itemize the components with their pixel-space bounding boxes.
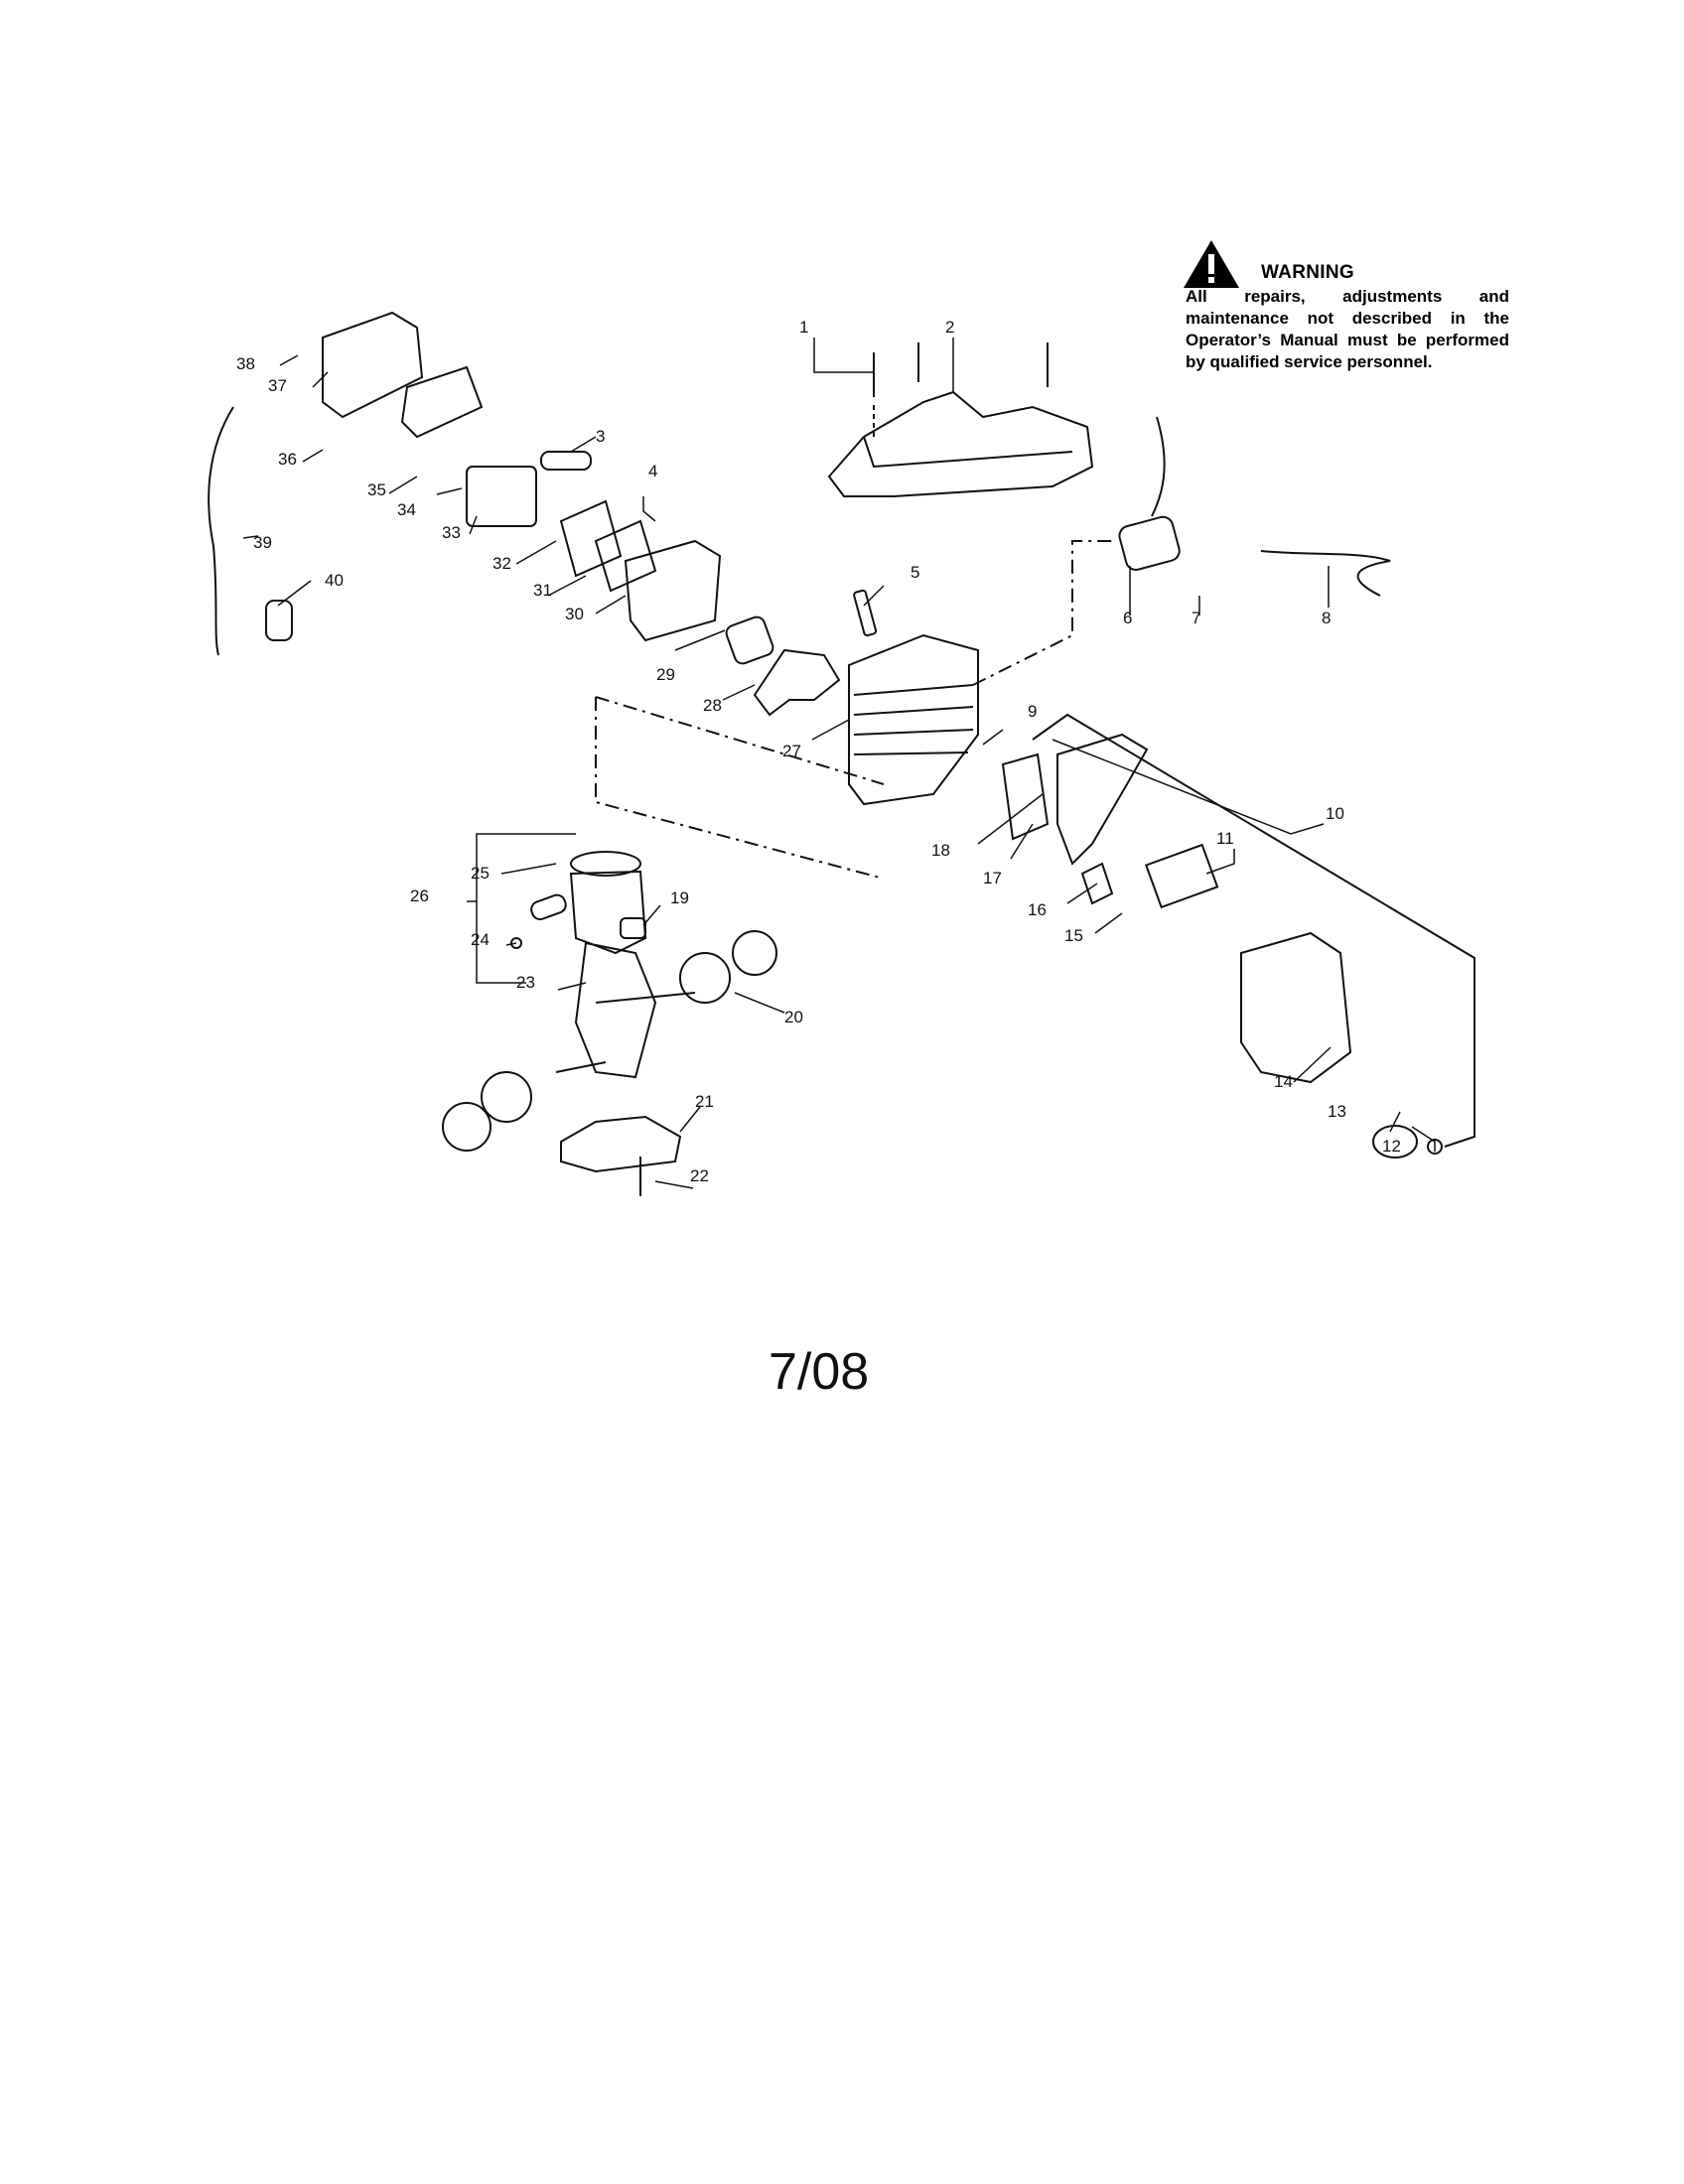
callout-19: 19 xyxy=(670,888,689,907)
callout-2: 2 xyxy=(945,318,954,337)
callout-9: 9 xyxy=(1028,702,1037,721)
muffler xyxy=(1240,931,1352,1084)
warning-triangle-icon xyxy=(1184,240,1239,288)
callout-21: 21 xyxy=(695,1092,714,1111)
callout-6: 6 xyxy=(1123,609,1132,627)
callout-18: 18 xyxy=(931,841,950,860)
callout-38: 38 xyxy=(236,354,255,373)
fuel-line xyxy=(208,406,234,656)
callout-7: 7 xyxy=(1192,609,1200,627)
callout-35: 35 xyxy=(367,480,386,499)
muffler-gasket-18 xyxy=(1001,752,1050,841)
piston-pin xyxy=(530,893,567,921)
warning-title: WARNING xyxy=(1261,262,1354,283)
carburetor xyxy=(466,466,537,527)
air-filter xyxy=(400,365,484,439)
assembly-line-crankcase xyxy=(595,696,885,785)
callout-28: 28 xyxy=(703,696,722,715)
crank-bearing-right xyxy=(679,952,731,1004)
assembly-line-cylinder xyxy=(595,697,885,880)
assembly-line-ignition xyxy=(972,540,1112,686)
callout-15: 15 xyxy=(1064,926,1083,945)
callout-14: 14 xyxy=(1274,1072,1293,1091)
callout-26: 26 xyxy=(410,887,429,905)
intake-manifold xyxy=(624,539,722,642)
callout-39: 39 xyxy=(253,533,272,552)
ignition-module xyxy=(1118,515,1181,571)
callout-16: 16 xyxy=(1028,900,1047,919)
callout-25: 25 xyxy=(471,864,490,883)
callout-4: 4 xyxy=(648,462,657,480)
callout-32: 32 xyxy=(492,554,511,573)
crank-bearing-left xyxy=(481,1071,532,1123)
callout-5: 5 xyxy=(911,563,919,582)
leader-lines xyxy=(242,338,1436,1189)
heat-shield xyxy=(1056,733,1149,866)
callout-1: 1 xyxy=(799,318,808,337)
callout-37: 37 xyxy=(268,376,287,395)
callout-3: 3 xyxy=(596,427,605,446)
callout-12: 12 xyxy=(1382,1137,1401,1156)
ignition-wire xyxy=(1260,550,1391,597)
callout-27: 27 xyxy=(782,742,801,760)
muffler-gasket-16 xyxy=(1080,862,1114,905)
callout-33: 33 xyxy=(442,523,461,542)
top-cover xyxy=(827,390,1094,497)
callout-30: 30 xyxy=(565,605,584,623)
callout-11: 11 xyxy=(1216,829,1234,848)
callout-31: 31 xyxy=(533,581,552,600)
revision-date: 7/08 xyxy=(769,1343,870,1401)
callout-10: 10 xyxy=(1326,804,1344,823)
callout-24: 24 xyxy=(471,930,490,949)
muffler-nut xyxy=(1427,1139,1443,1155)
crankcase xyxy=(560,1115,682,1173)
piston xyxy=(569,870,647,955)
callout-36: 36 xyxy=(278,450,297,469)
callout-34: 34 xyxy=(397,500,416,519)
callout-8: 8 xyxy=(1322,609,1331,627)
intake-bracket xyxy=(753,648,841,717)
fuel-filter xyxy=(265,600,293,641)
crank-seal-left xyxy=(442,1102,491,1152)
callout-29: 29 xyxy=(656,665,675,684)
cylinder xyxy=(848,633,979,806)
warning-text: All repairs, adjustments and maintenance… xyxy=(1186,287,1509,371)
piston-ring xyxy=(570,851,641,877)
crankshaft xyxy=(574,941,657,1079)
insulator-gasket xyxy=(594,519,657,593)
needle-bearing xyxy=(620,917,646,939)
air-filter-cover xyxy=(322,311,424,419)
intake-boot xyxy=(725,615,774,665)
callout-23: 23 xyxy=(516,973,535,992)
callout-40: 40 xyxy=(325,571,344,590)
callout-22: 22 xyxy=(690,1166,709,1185)
callout-labels: 1 2 3 4 5 6 7 8 9 10 11 12 13 14 15 16 1… xyxy=(236,318,1401,1185)
spark-plug xyxy=(853,589,878,637)
carburetor-gasket xyxy=(559,499,623,578)
callout-20: 20 xyxy=(784,1008,803,1026)
callout-13: 13 xyxy=(1328,1102,1346,1121)
muffler-plate xyxy=(1372,1125,1418,1159)
crank-seal-right xyxy=(732,930,777,976)
callout-17: 17 xyxy=(983,869,1002,887)
spark-arrestor xyxy=(1145,843,1219,909)
